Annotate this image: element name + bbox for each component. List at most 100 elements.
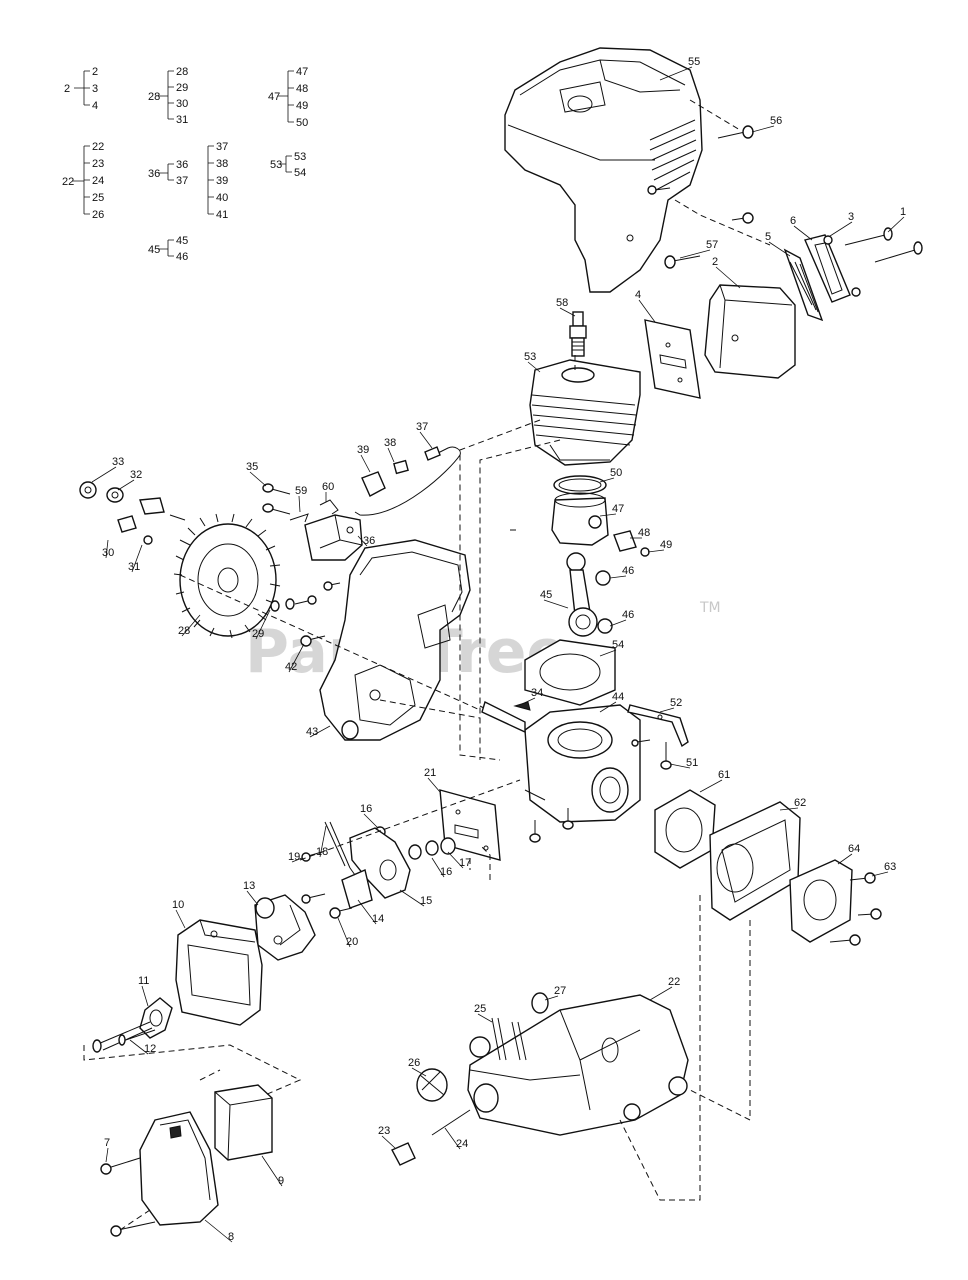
callout-number: 55 [688,56,700,68]
callout-number: 9 [278,1175,284,1187]
callout-leader [647,549,665,553]
callout-leader [387,447,395,463]
piston-ring [553,475,607,495]
callout-number: 31 [128,561,140,573]
callout-leader [477,1013,493,1023]
index-parent: 45 [148,244,160,256]
callout-number: 14 [372,913,384,925]
index-child: 38 [216,158,228,170]
callout-number: 5 [765,231,771,243]
air-filter-element [214,1084,273,1161]
watermark-trademark: TM [699,600,721,616]
callout-number: 43 [306,726,318,738]
callout-number: 28 [178,625,190,637]
mount-plate [789,859,853,943]
index-parent: 53 [270,159,282,171]
callout-number: 37 [416,421,428,433]
callout-leader [679,249,711,259]
callout-leader [261,1155,283,1187]
index-bracket [74,70,90,106]
callout-number: 6 [790,215,796,227]
callout-number: 49 [660,539,672,551]
index-child: 36 [176,159,188,171]
callout-number: 48 [638,527,650,539]
callout-number: 58 [556,297,568,309]
fuel-cap [416,1068,499,1113]
index-child: 45 [176,235,188,247]
index-parent: 28 [148,91,160,103]
air-filter-base [175,919,263,1026]
callout-leader [288,643,305,673]
index-child: 22 [92,141,104,153]
callout-number: 32 [130,469,142,481]
callout-leader [751,125,775,133]
callout-leader [255,609,271,640]
callout-leader [246,890,259,906]
callout-number: 63 [884,861,896,873]
nut-29 [270,595,317,612]
callout-leader [521,697,536,705]
callout-leader [699,779,723,793]
assembly-lines [83,99,771,1231]
clutch-adapter [709,801,801,921]
wire-59-60 [289,499,339,523]
callout-leader [559,307,576,317]
callout-leader [599,649,617,657]
index-child: 30 [176,98,188,110]
callout-number: 11 [138,975,149,987]
callout-leader [204,1219,233,1243]
callout-leader [431,857,445,878]
callout-leader [793,225,813,241]
callout-number: 44 [612,691,624,703]
index-parent: 22 [62,176,74,188]
callout-leader [291,857,303,863]
callout-leader [599,701,617,713]
callout-number: 21 [424,767,436,779]
index-child: 50 [296,117,308,129]
callout-leader [779,807,799,811]
callout-leader [599,513,617,517]
callout-leader [659,707,675,713]
callout-number: 2 [712,256,718,268]
crankcase [479,701,641,823]
callout-number: 7 [104,1137,110,1149]
callout-leader [357,535,368,547]
callout-number: 16 [440,866,452,878]
screws-crankcase [529,739,651,843]
callout-number: 17 [459,857,471,869]
index-child: 37 [216,141,228,153]
callout-number: 53 [524,351,536,363]
callout-leader [609,619,627,627]
piston [551,492,609,546]
cylinder-gasket [524,639,616,706]
callout-number: 1 [900,206,906,218]
callout-leader [309,725,331,738]
parts-index-table: 2234282829303147474849502222232425263636… [62,66,308,263]
index-child: 3 [92,83,98,95]
index-parent: 2 [64,83,70,95]
callout-number: 34 [531,687,543,699]
callout-leader [649,986,673,1001]
index-child: 49 [296,100,308,112]
screw-7 [100,1157,156,1237]
callout-leader [427,777,441,793]
callout-leader [638,299,656,323]
index-parent: 47 [268,91,280,103]
callout-number: 52 [670,697,682,709]
callout-leader [131,544,143,573]
screw-42 [300,581,341,647]
callout-leader [337,917,351,948]
index-child: 53 [294,151,306,163]
callout-number: 12 [144,1043,156,1055]
index-child: 2 [92,66,98,78]
muffler-gasket [644,319,701,399]
callout-number: 61 [718,769,730,781]
index-bracket [280,155,292,173]
index-bracket [158,70,174,120]
bolts-1-3 [823,227,923,297]
callout-number: 10 [172,899,184,911]
callout-leader [829,221,853,237]
callout-number: 22 [668,976,680,988]
callout-number: 23 [378,1125,390,1137]
